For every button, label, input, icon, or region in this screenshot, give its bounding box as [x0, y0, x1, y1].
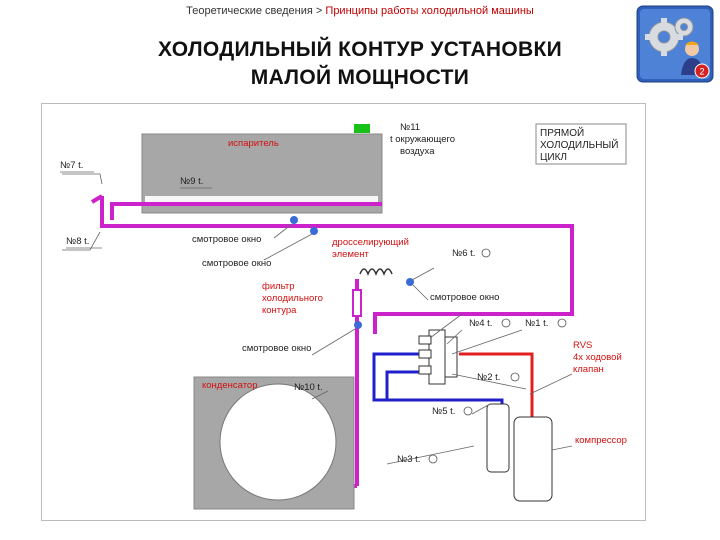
cycle-box-line1: ПРЯМОЙ: [540, 126, 584, 139]
breadcrumb: Теоретические сведения > Принципы работы…: [0, 5, 720, 17]
sensor-t6: №6 t.: [452, 248, 475, 259]
sensor-underlines: [60, 171, 212, 249]
compressor-label: компрессор: [575, 435, 627, 446]
discharge-line: [459, 352, 534, 426]
breadcrumb-current: Принципы работы холодильной машины: [325, 5, 534, 17]
ambient-label-line2: t окружающего: [390, 134, 455, 145]
cycle-box-line2: ХОЛОДИЛЬНЫЙ: [540, 138, 618, 151]
rvs-label-line2: 4х ходовой: [573, 352, 622, 363]
compressor: компрессор: [486, 403, 627, 502]
sight-glass-label-2: смотровое окно: [202, 258, 271, 269]
sensor-clock-icons: [428, 248, 567, 464]
evaporator-label: испаритель: [228, 138, 279, 149]
filter-label-line3: контура: [262, 305, 297, 316]
sensor-t8: №8 t.: [66, 236, 89, 247]
leader-lines: [62, 173, 573, 465]
condenser: конденсатор: [193, 376, 355, 510]
condenser-label: конденсатор: [202, 380, 258, 391]
rvs-valve: [418, 329, 458, 385]
ambient-label-line1: №11: [400, 122, 420, 133]
throttle-coil: [359, 268, 393, 277]
sensor-t10: №10 t.: [294, 382, 323, 393]
page-title-line2: МАЛОЙ МОЩНОСТИ: [250, 66, 470, 89]
sensor-t3: №3 t.: [397, 454, 420, 465]
refrigeration-diagram: ПРЯМОЙ ХОЛОДИЛЬНЫЙ ЦИКЛ №11 t окружающег…: [41, 103, 646, 521]
ambient-indicator: [354, 124, 370, 133]
sight-glass-markers: [290, 216, 414, 329]
page-title-line1: ХОЛОДИЛЬНЫЙ КОНТУР УСТАНОВКИ: [157, 38, 562, 61]
sensor-t4: №4 t.: [469, 318, 492, 329]
sight-glass-label-1: смотровое окно: [192, 234, 261, 245]
sensor-t5: №5 t.: [432, 406, 455, 417]
ambient-label-line3: воздуха: [400, 146, 435, 157]
cycle-box: ПРЯМОЙ ХОЛОДИЛЬНЫЙ ЦИКЛ: [535, 123, 627, 165]
breadcrumb-section[interactable]: Теоретические сведения: [186, 5, 313, 17]
page-title: ХОЛОДИЛЬНЫЙ КОНТУР УСТАНОВКИ МАЛОЙ МОЩНО…: [60, 36, 660, 92]
throttle-label-line2: элемент: [332, 249, 370, 260]
sight-glass-label-3: смотровое окно: [430, 292, 499, 303]
filter-drier: [352, 289, 362, 317]
sensor-t1: №1 t.: [525, 318, 548, 329]
cycle-box-line3: ЦИКЛ: [540, 152, 567, 163]
sensor-t2: №2 t.: [477, 372, 500, 383]
sight-glass-label-4: смотровое окно: [242, 343, 311, 354]
filter-label-line1: фильтр: [262, 281, 295, 292]
sensor-t9: №9 t.: [180, 176, 203, 187]
breadcrumb-separator: >: [315, 5, 323, 17]
filter-label-line2: холодильного: [262, 293, 323, 304]
rvs-label-line1: RVS: [573, 340, 592, 351]
gears-logo-icon[interactable]: 2: [636, 5, 714, 83]
logo-badge: 2: [699, 67, 704, 77]
evaporator: испаритель: [141, 133, 383, 214]
rvs-label-line3: клапан: [573, 364, 604, 375]
throttle-label-line1: дросселирующий: [332, 237, 409, 248]
sensor-t7: №7 t.: [60, 160, 83, 171]
